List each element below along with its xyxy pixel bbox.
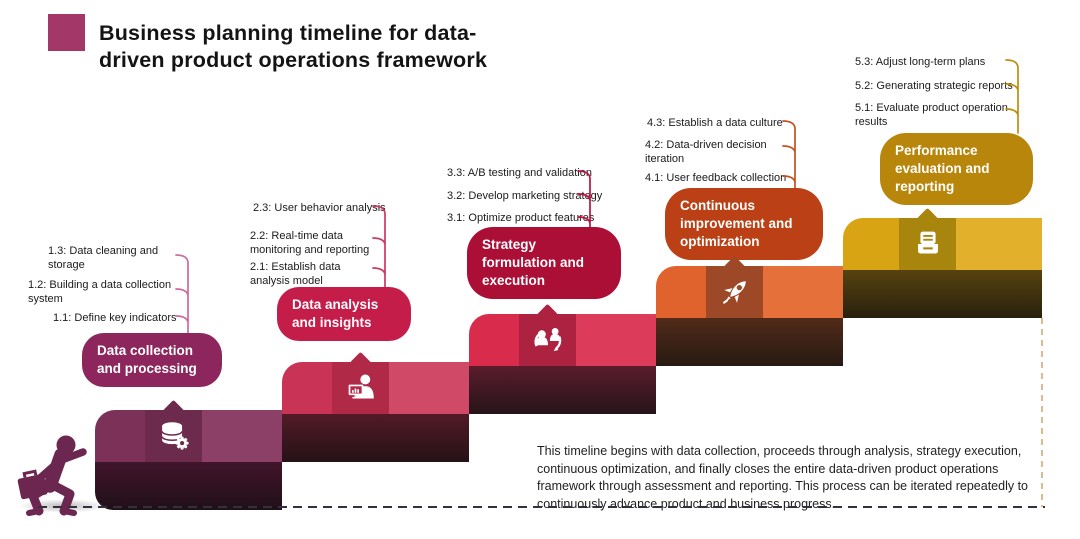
step2-item-3: 2.3: User behavior analysis xyxy=(253,202,386,214)
rocket-icon xyxy=(722,281,746,304)
database-gear-icon xyxy=(160,422,189,450)
stair-step-3 xyxy=(469,303,656,414)
page-title: Business planning timeline for data-driv… xyxy=(99,21,488,73)
step1-item-2: 1.2: Building a data collection system xyxy=(28,279,172,306)
step3-item-2: 3.2: Develop marketing strategy xyxy=(447,190,603,202)
stair-step-2 xyxy=(282,351,469,462)
step5-item-3: 5.3: Adjust long-term plans xyxy=(855,56,986,68)
stair-step-4 xyxy=(656,255,843,366)
running-person-briefcase-icon xyxy=(17,435,87,516)
step1-pill: Data collection and processing xyxy=(82,333,222,388)
stair-step-5 xyxy=(843,207,1042,318)
step5-item-1: 5.1: Evaluate product operation results xyxy=(855,102,1008,129)
printer-report-icon xyxy=(917,231,938,254)
step5-item-2: 5.2: Generating strategic reports xyxy=(855,80,1013,92)
summary-paragraph: This timeline begins with data collectio… xyxy=(537,444,1029,511)
step3-pill: Strategy formulation and execution xyxy=(467,227,621,300)
step2-item-2: 2.2: Real-time data monitoring and repor… xyxy=(250,230,370,257)
analyst-monitor-icon xyxy=(348,374,374,399)
step4-item-3: 4.3: Establish a data culture xyxy=(647,117,783,129)
title-accent-square xyxy=(48,14,85,51)
right-dashed-line xyxy=(1041,318,1043,507)
step3-item-1: 3.1: Optimize product features xyxy=(447,212,595,224)
step2-pill: Data analysis and insights xyxy=(277,287,411,342)
step1-item-3: 1.3: Data cleaning and storage xyxy=(48,245,159,272)
step5-icon-tile xyxy=(899,218,956,270)
step4-pill: Continuous improvement and optimization xyxy=(665,188,823,261)
team-cycle-icon xyxy=(533,328,561,352)
step1-item-1: 1.1: Define key indicators xyxy=(53,312,177,324)
step3-item-3: 3.3: A/B testing and validation xyxy=(447,167,592,179)
step4-item-1: 4.1: User feedback collection xyxy=(645,172,787,184)
step4-item-2: 4.2: Data-driven decision iteration xyxy=(645,139,767,166)
baseline-dashed-line xyxy=(38,506,1045,508)
step2-item-1: 2.1: Establish data analysis model xyxy=(250,261,341,288)
step5-pill: Performance evaluation and reporting xyxy=(880,133,1033,206)
stair-step-1 xyxy=(95,399,282,510)
